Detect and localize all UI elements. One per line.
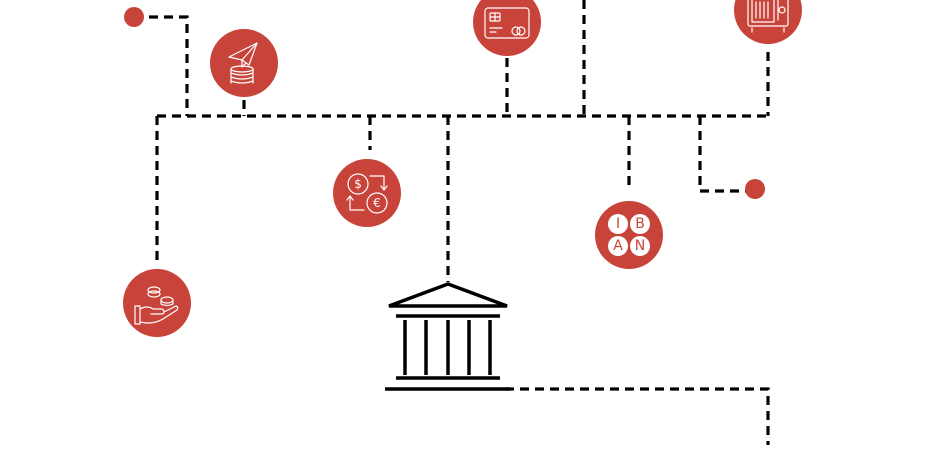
currency-exchange-icon: $ € [346,173,388,214]
euro-symbol: € [373,196,381,210]
credit-card-icon [484,7,530,39]
connector-right-branch [698,116,752,193]
node-iban: I B A N [595,201,663,269]
connector-top-left [134,15,189,116]
node-currency-exchange: $ € [333,159,401,227]
hand-coins-icon [134,286,179,325]
endpoint-dot-right [745,179,765,199]
node-paper-plane-coins [210,29,278,97]
endpoint-dot-top-left [124,7,144,27]
node-credit-card [473,0,541,56]
connector-lines [134,0,770,445]
dollar-symbol: $ [354,177,362,191]
iban-letter-b: B [635,216,645,232]
iban-icon: I B A N [608,214,650,256]
safe-icon [747,0,789,33]
connector-bottom [505,387,770,445]
iban-letter-n: N [635,238,645,254]
iban-letter-a: A [613,238,623,254]
node-safe [734,0,802,44]
node-hand-coins [123,269,191,337]
paper-plane-coins-icon [228,42,258,84]
iban-letter-i: I [616,216,620,232]
bank-building-icon [385,282,510,391]
